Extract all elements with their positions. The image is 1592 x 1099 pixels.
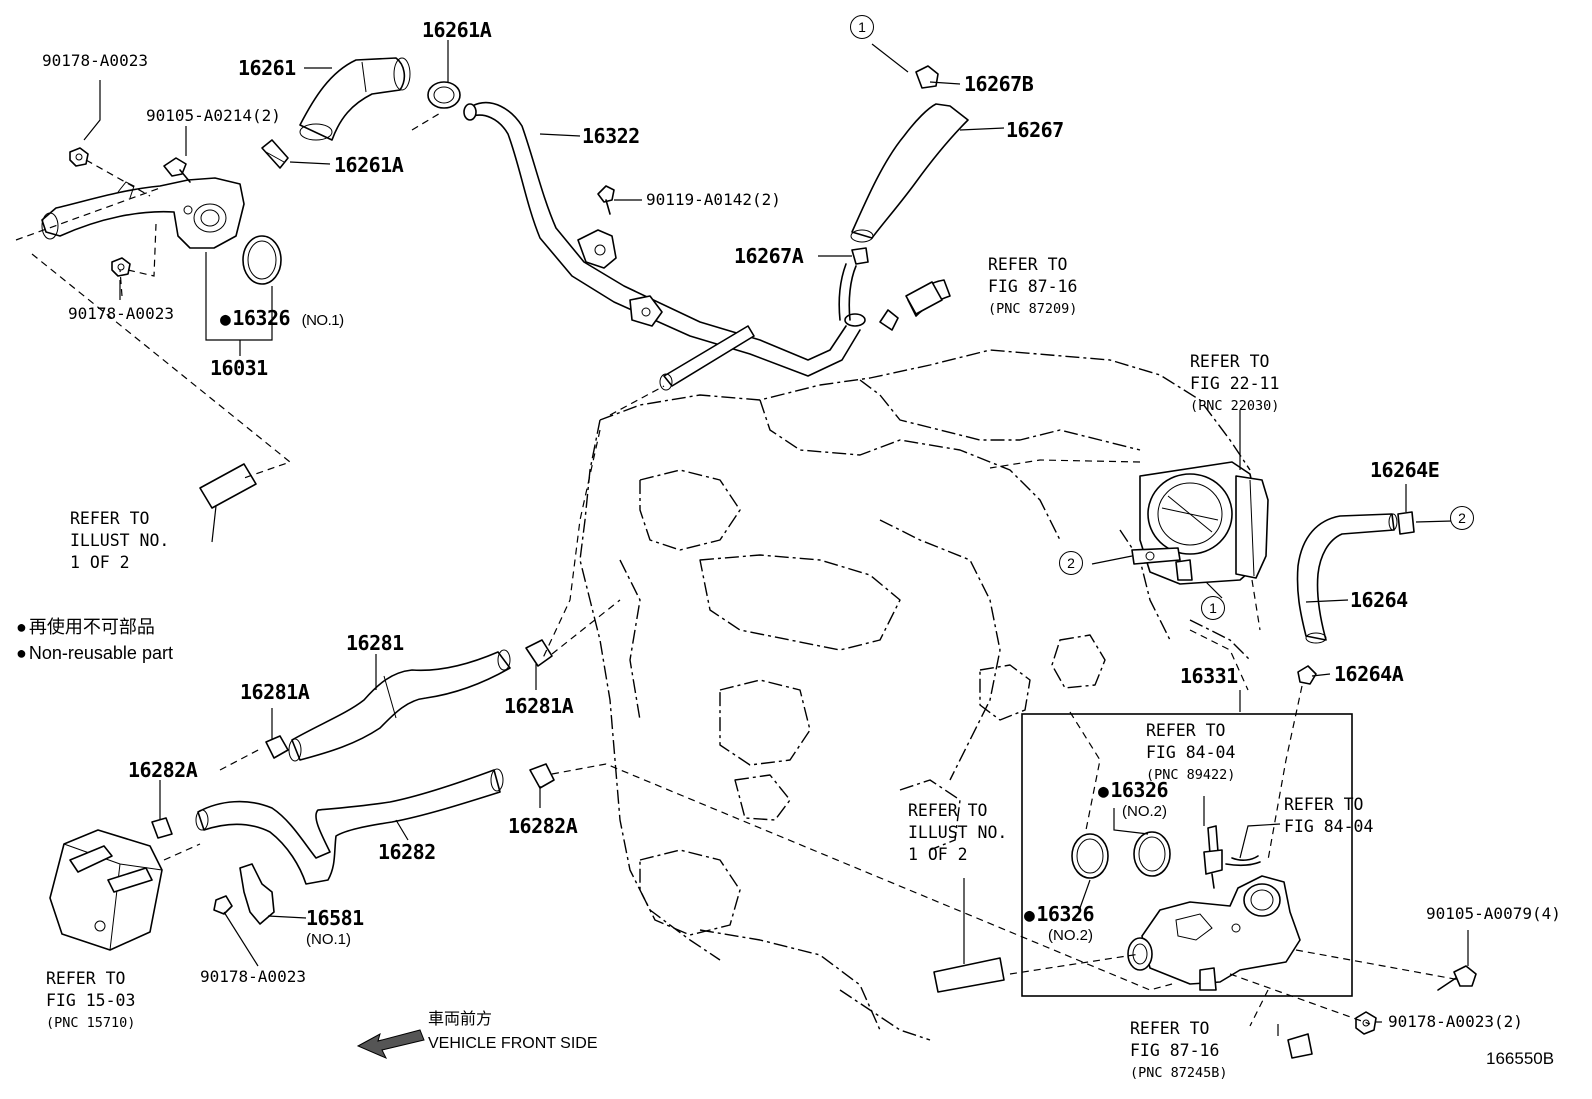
part-label-90105-a0214: 90105-A0214(2)	[146, 106, 281, 125]
part-label-16581: 16581	[306, 906, 364, 930]
part-label-16322: 16322	[582, 124, 640, 148]
hose-16264	[1296, 511, 1415, 685]
clamps-16261a	[261, 81, 461, 169]
ref-line-1: REFER TO	[1130, 1019, 1210, 1038]
ref-line-1: REFER TO	[46, 969, 126, 988]
part-label-16031: 16031	[210, 356, 268, 380]
water-pipe-16322	[463, 101, 866, 391]
part-label-16261: 16261	[238, 56, 296, 80]
part-qualifier: (NO.1)	[301, 312, 345, 329]
ref-line-2: ILLUST NO.	[908, 823, 1008, 842]
part-label-16267a: 16267A	[734, 244, 804, 268]
hose-16261	[299, 57, 411, 141]
ref-line-1: REFER TO	[988, 255, 1068, 274]
ref-line-1: REFER TO	[908, 801, 988, 820]
part-label-16261a-top: 16261A	[422, 18, 492, 42]
part-label-16326-no1: 16326 (NO.1)	[220, 308, 344, 329]
ref-line-3: 1 OF 2	[70, 553, 130, 572]
part-label-16281a-right: 16281A	[504, 694, 574, 718]
ref-fig-84-04-a: REFER TO FIG 84-04 (PNC 89422)	[1146, 720, 1235, 786]
part-label-16282: 16282	[378, 840, 436, 864]
part-label-90178-a0023-2: 90178-A0023(2)	[1388, 1012, 1523, 1031]
throttle-body	[1131, 461, 1269, 585]
hose-16267	[838, 65, 969, 331]
ref-fig-22-11: REFER TO FIG 22-11 (PNC 22030)	[1190, 351, 1279, 417]
legend-non-reusable-jp: 再使用不可部品	[16, 618, 155, 636]
part-label-16326-no2-b: 16326	[1024, 904, 1094, 925]
ref-line-1: REFER TO	[70, 509, 150, 528]
part-label-16264: 16264	[1350, 588, 1408, 612]
ref-fig-15-03: REFER TO FIG 15-03 (PNC 15710)	[46, 968, 135, 1034]
ref-line-2: FIG 22-11	[1190, 374, 1280, 393]
oil-cooler	[49, 829, 163, 951]
ref-line-3: (PNC 89422)	[1146, 767, 1236, 783]
ref-fig-84-04-b: REFER TO FIG 84-04	[1284, 794, 1373, 838]
legend-non-reusable-en: Non-reusable part	[16, 644, 173, 662]
part-label-16264e: 16264E	[1370, 458, 1440, 482]
ref-line-1: REFER TO	[1146, 721, 1226, 740]
part-label-16326-no2-a-sub: (NO.2)	[1122, 803, 1167, 820]
ref-line-2: FIG 84-04	[1146, 743, 1236, 762]
part-label-16267: 16267	[1006, 118, 1064, 142]
engine-outline	[579, 349, 1251, 1041]
hose-16282	[195, 768, 504, 885]
part-label-90178-a0023-bottom: 90178-A0023	[200, 967, 306, 986]
circle-ref-2-throttle: 2	[1059, 551, 1083, 575]
water-inlet-box	[1021, 713, 1353, 997]
ref-fig-87-16-bottom: REFER TO FIG 87-16 (PNC 87245B)	[1130, 1018, 1228, 1084]
diagram-id: 166550B	[1486, 1049, 1555, 1068]
front-label-en: VEHICLE FRONT SIDE	[428, 1035, 598, 1052]
circle-ref-1-throttle: 1	[1201, 596, 1225, 620]
part-label-16282a-left: 16282A	[128, 758, 198, 782]
clamps-bottom-left	[151, 639, 555, 839]
part-label-16326-no2-a: 16326	[1098, 780, 1168, 801]
part-label-16281a-left: 16281A	[240, 680, 310, 704]
part-label-16326-no2-b-sub: (NO.2)	[1048, 927, 1093, 944]
part-label-16267b: 16267B	[964, 72, 1034, 96]
part-label-16331: 16331	[1180, 664, 1238, 688]
ref-illust-left: REFER TO ILLUST NO. 1 OF 2	[70, 508, 169, 574]
ref-line-1: REFER TO	[1284, 795, 1364, 814]
part-label-16282a-right: 16282A	[508, 814, 578, 838]
hose-16281	[288, 649, 511, 762]
part-number: 16326	[232, 306, 291, 330]
ref-line-1: REFER TO	[1190, 352, 1270, 371]
part-label-16581-sub: (NO.1)	[306, 931, 351, 948]
circle-ref-1-top: 1	[850, 15, 874, 39]
part-label-16281: 16281	[346, 631, 404, 655]
ref-line-3: (PNC 87245B)	[1130, 1065, 1228, 1081]
ref-fig-87-16-top: REFER TO FIG 87-16 (PNC 87209)	[988, 254, 1077, 320]
dashed-connections	[15, 111, 1461, 1027]
part-label-90178-a0023-top: 90178-A0023	[42, 51, 148, 70]
ref-line-3: (PNC 22030)	[1190, 398, 1280, 414]
circle-ref-2-hose: 2	[1450, 506, 1474, 530]
ref-line-2: FIG 87-16	[1130, 1041, 1220, 1060]
ref-line-2: FIG 84-04	[1284, 817, 1374, 836]
front-label-jp: 車両前方	[428, 1011, 493, 1028]
ref-line-2: FIG 87-16	[988, 277, 1078, 296]
bracket-16581	[213, 863, 275, 925]
ref-hose-stubs	[199, 281, 1313, 1059]
front-arrow	[356, 1029, 425, 1059]
ref-line-2: ILLUST NO.	[70, 531, 170, 550]
ref-illust-mid: REFER TO ILLUST NO. 1 OF 2	[908, 800, 1007, 866]
part-label-16261a-mid: 16261A	[334, 153, 404, 177]
ref-line-3: 1 OF 2	[908, 845, 968, 864]
part-label-90119-a0142: 90119-A0142(2)	[646, 190, 781, 209]
part-label-16264a: 16264A	[1334, 662, 1404, 686]
water-outlet-assembly	[41, 147, 282, 285]
ref-line-2: FIG 15-03	[46, 991, 136, 1010]
ref-line-3: (PNC 87209)	[988, 301, 1078, 317]
part-label-90178-a0023-left: 90178-A0023	[68, 304, 174, 323]
ref-line-3: (PNC 15710)	[46, 1015, 136, 1031]
part-label-90105-a0079: 90105-A0079(4)	[1426, 904, 1561, 923]
